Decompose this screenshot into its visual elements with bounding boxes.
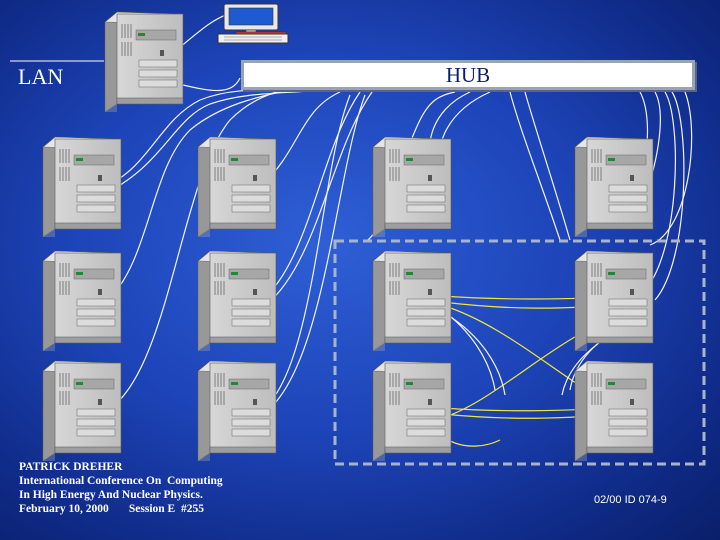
conference-name-cont: In High Energy And Nuclear Physics. xyxy=(19,489,203,501)
author-name: PATRICK DREHER xyxy=(19,461,123,473)
hub-box: HUB xyxy=(241,60,695,90)
tower-server-icon xyxy=(574,136,654,238)
session-info: February 10, 2000 Session E #255 xyxy=(19,503,204,515)
tower-server-icon xyxy=(42,250,122,352)
tower-server-icon xyxy=(42,360,122,462)
conference-name: International Conference On Computing xyxy=(19,475,223,487)
hub-label: HUB xyxy=(445,62,491,87)
slide-id: 02/00 ID 074-9 xyxy=(594,494,667,506)
tower-server-icon xyxy=(104,11,184,113)
cluster-boundary xyxy=(333,239,706,466)
tower-server-icon xyxy=(372,136,452,238)
tower-server-icon xyxy=(574,360,654,462)
lan-label: LAN xyxy=(18,64,64,89)
tower-server-icon xyxy=(42,136,122,238)
tower-server-icon xyxy=(197,360,277,462)
tower-server-icon xyxy=(372,360,452,462)
tower-server-icon xyxy=(197,250,277,352)
credits-block: PATRICK DREHER International Conference … xyxy=(19,460,223,516)
tower-server-icon xyxy=(372,250,452,352)
tower-server-icon xyxy=(197,136,277,238)
desktop-computer-icon xyxy=(217,3,289,44)
tower-server-icon xyxy=(574,250,654,352)
